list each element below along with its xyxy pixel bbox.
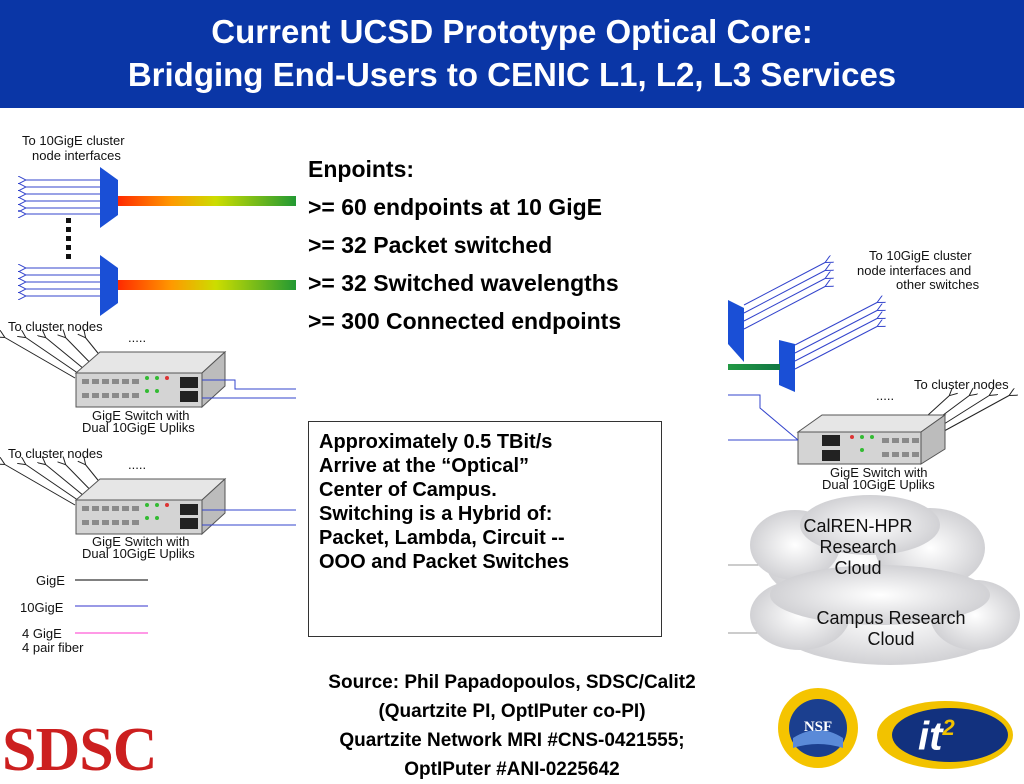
- legend-4gige-label-2: 4 pair fiber: [22, 640, 84, 655]
- vertical-dots: [66, 218, 71, 259]
- legend-10gige-label: 10GigE: [20, 600, 64, 615]
- endpoints-item: >= 32 Packet switched: [308, 232, 553, 258]
- it2-logo-sup: 2: [942, 715, 955, 740]
- info-line: Approximately 0.5 TBit/s: [319, 431, 553, 453]
- right-top-label-2: node interfaces and: [857, 263, 972, 278]
- right-switch-label-1: GigE Switch with: [830, 465, 928, 480]
- calren-cloud-label: CalREN-HPR Research Cloud: [760, 516, 956, 579]
- calren-cloud-line: Cloud: [834, 558, 882, 578]
- nsf-logo-text: NSF: [803, 719, 833, 735]
- campus-cloud-line: Campus Research: [816, 608, 966, 628]
- left-upper-fiber-arrows: [25, 180, 100, 214]
- endpoints-list: Enpoints: >= 60 endpoints at 10 GigE >= …: [308, 150, 621, 340]
- title-bar: Current UCSD Prototype Optical Core: Bri…: [0, 0, 1024, 108]
- left-top-label-2: node interfaces: [32, 148, 121, 163]
- sdsc-logo: SDSC: [2, 716, 158, 784]
- info-line: Arrive at the “Optical”: [319, 455, 530, 477]
- left-switch1-label-1: GigE Switch with: [92, 408, 190, 423]
- left-lower-fiber-arrows: [25, 268, 100, 296]
- right-dots: .....: [876, 388, 895, 403]
- left-dots-2: .....: [128, 457, 147, 472]
- research-clouds: [750, 495, 1020, 665]
- endpoints-item: >= 32 Switched wavelengths: [308, 270, 619, 296]
- endpoints-item: >= 300 Connected endpoints: [308, 308, 622, 334]
- campus-cloud-line: Cloud: [867, 629, 915, 649]
- info-box: Approximately 0.5 TBit/s Arrive at the “…: [308, 421, 662, 637]
- title-line-2: Bridging End-Users to CENIC L1, L2, L3 S…: [127, 56, 897, 93]
- left-switch2-uplinks: [202, 509, 296, 526]
- left-switch2-label-1: GigE Switch with: [92, 534, 190, 549]
- left-cluster-label-1: To cluster nodes: [8, 319, 103, 334]
- left-lower-mux: [100, 255, 118, 316]
- left-switch1-label-2: Dual 10GigE Upliks: [82, 420, 195, 435]
- source-citation: Source: Phil Papadopoulos, SDSC/Calit2 (…: [262, 668, 762, 784]
- it2-logo-art: [877, 701, 1013, 769]
- legend-gige-label: GigE: [36, 573, 65, 588]
- right-top-label-3: other switches: [896, 277, 980, 292]
- left-top-label-1: To 10GigE cluster: [22, 133, 125, 148]
- right-cluster-label: To cluster nodes: [914, 377, 1009, 392]
- left-switch2-label-2: Dual 10GigE Upliks: [82, 546, 195, 561]
- left-dots-1: .....: [128, 330, 147, 345]
- left-switch1-uplinks: [202, 379, 296, 399]
- title-line-1: Current UCSD Prototype Optical Core:: [211, 13, 813, 50]
- right-top-label-1: To 10GigE cluster: [869, 248, 972, 263]
- right-switch-label-2: Dual 10GigE Upliks: [822, 477, 935, 492]
- calren-cloud-line: CalREN-HPR: [803, 516, 913, 536]
- source-line: Quartzite Network MRI #CNS-0421555;: [339, 730, 685, 751]
- source-line: OptIPuter #ANI-0225642: [404, 759, 620, 780]
- it2-logo-text: it2: [918, 706, 955, 758]
- left-switch1: [74, 350, 227, 409]
- right-wavelength-fiber: [728, 364, 780, 370]
- right-switch-uplinks: [728, 394, 799, 441]
- right-lower-mux: [779, 340, 795, 392]
- right-fiber-arrows: [743, 262, 878, 370]
- endpoints-heading: Enpoints:: [308, 156, 415, 182]
- left-lower-wavelength-fiber: [118, 280, 296, 290]
- right-switch: [796, 414, 947, 465]
- it2-logo-main: it: [918, 714, 943, 759]
- info-line: Packet, Lambda, Circuit --: [319, 527, 565, 549]
- info-line: OOO and Packet Switches: [319, 551, 570, 573]
- left-switch2: [74, 477, 227, 536]
- left-upper-wavelength-fiber: [118, 196, 296, 206]
- endpoints-item: >= 60 endpoints at 10 GigE: [308, 194, 602, 220]
- nsf-logo-art: [778, 688, 858, 768]
- campus-cloud-label: Campus Research Cloud: [780, 608, 1002, 650]
- legend-4gige-label-1: 4 GigE: [22, 626, 62, 641]
- left-upper-mux: [100, 167, 118, 228]
- left-cluster-label-2: To cluster nodes: [8, 446, 103, 461]
- right-upper-mux: [728, 300, 744, 362]
- source-line: (Quartzite PI, OptIPuter co-PI): [378, 701, 646, 722]
- info-line: Center of Campus.: [319, 479, 497, 501]
- calren-cloud-line: Research: [819, 537, 897, 557]
- source-line: Source: Phil Papadopoulos, SDSC/Calit2: [328, 672, 696, 693]
- info-line: Switching is a Hybrid of:: [319, 503, 553, 525]
